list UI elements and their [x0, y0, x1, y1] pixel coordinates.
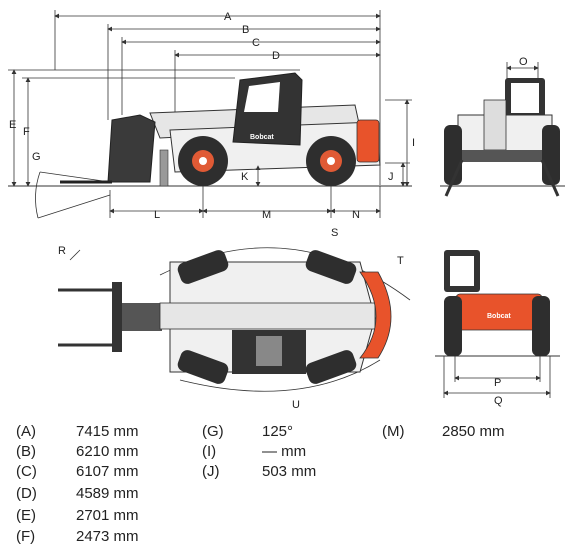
- label-g: G: [32, 151, 41, 163]
- top-carriage: [112, 282, 122, 352]
- stabilizer: [159, 149, 169, 187]
- top-counterweight: [359, 271, 392, 359]
- label-i: I: [412, 137, 415, 149]
- label-m: M: [262, 209, 271, 221]
- brand-rear: Bobcat: [487, 313, 511, 320]
- telehandler-dimension-drawing: A B C D E F G Bobcat: [8, 10, 565, 410]
- fork-carriage: [107, 114, 156, 183]
- label-b: B: [242, 24, 249, 36]
- front-right-tire: [542, 125, 560, 185]
- front-view: O: [440, 56, 565, 197]
- front-axle: [462, 150, 542, 162]
- front-left-tire: [444, 125, 462, 185]
- spec-value: 503 mm: [262, 463, 317, 480]
- spec-key: (C): [16, 463, 37, 480]
- label-o: O: [519, 56, 528, 68]
- front-cab-window: [511, 83, 539, 113]
- top-view: R S T U: [58, 227, 411, 410]
- top-wheel-fl: [177, 250, 229, 284]
- spec-key: (B): [16, 443, 36, 460]
- spec-key: (E): [16, 507, 36, 524]
- top-wheel-fr: [177, 350, 229, 384]
- label-p: P: [494, 377, 501, 389]
- top-wheel-rl: [305, 250, 357, 284]
- spec-row-c: (C) 6107 mm: [16, 462, 139, 482]
- rear-cab-window: [450, 256, 474, 286]
- label-l: L: [154, 209, 160, 221]
- spec-value: 125°: [262, 423, 294, 440]
- label-k: K: [241, 171, 249, 183]
- spec-row-m: (M) 2850 mm: [382, 422, 505, 442]
- spec-key: (F): [16, 528, 36, 545]
- rear-counterweight: [455, 293, 543, 331]
- brand-side: Bobcat: [250, 134, 274, 141]
- spec-key: (M): [382, 423, 405, 440]
- spec-value: 2473 mm: [76, 528, 139, 545]
- spec-key: (D): [16, 485, 37, 502]
- top-forks: [58, 288, 115, 347]
- spec-row-g: (G) 125°: [202, 422, 293, 442]
- counterweight: [356, 119, 380, 163]
- spec-row-d: (D) 4589 mm: [16, 484, 139, 504]
- spec-row-e: (E) 2701 mm: [16, 506, 139, 526]
- label-u: U: [292, 399, 300, 410]
- rear-left-tire: [444, 296, 462, 356]
- spec-value: 4589 mm: [76, 485, 139, 502]
- label-a: A: [224, 11, 232, 23]
- rear-view: Bobcat P Q: [435, 250, 560, 407]
- spec-value: 7415 mm: [76, 423, 139, 440]
- label-q: Q: [494, 395, 503, 407]
- spec-value: 6107 mm: [76, 463, 139, 480]
- spec-value: 6210 mm: [76, 443, 139, 460]
- rear-right-tire: [532, 296, 550, 356]
- cab-window: [244, 82, 280, 112]
- spec-key: (I): [202, 443, 217, 460]
- front-stabilizers: [444, 159, 560, 197]
- label-c: C: [252, 37, 260, 49]
- spec-key: (G): [202, 423, 224, 440]
- rear-wheel: [306, 136, 356, 186]
- spec-row-f: (F) 2473 mm: [16, 527, 139, 547]
- spec-value: — mm: [262, 443, 307, 460]
- label-t: T: [397, 255, 404, 267]
- top-wheel-rr: [305, 350, 357, 384]
- spec-key: (A): [16, 423, 36, 440]
- side-view: A B C D E F G Bobcat: [8, 10, 415, 221]
- spec-row-i: (I) — mm: [202, 442, 306, 462]
- label-j: J: [388, 171, 394, 183]
- front-boom: [483, 99, 507, 151]
- top-cab-grille: [256, 336, 282, 366]
- spec-value: 2850 mm: [442, 423, 505, 440]
- top-boom: [159, 302, 376, 330]
- label-s: S: [331, 227, 338, 239]
- label-f: F: [23, 126, 30, 138]
- label-n: N: [352, 209, 360, 221]
- spec-row-j: (J) 503 mm: [202, 462, 316, 482]
- spec-row-a: (A) 7415 mm: [16, 422, 139, 442]
- spec-value: 2701 mm: [76, 507, 139, 524]
- spec-row-b: (B) 6210 mm: [16, 442, 139, 462]
- front-wheel: [178, 136, 228, 186]
- top-boom-head: [122, 303, 162, 331]
- label-e: E: [9, 119, 16, 131]
- spec-key: (J): [202, 463, 220, 480]
- label-r: R: [58, 245, 66, 257]
- label-d: D: [272, 50, 280, 62]
